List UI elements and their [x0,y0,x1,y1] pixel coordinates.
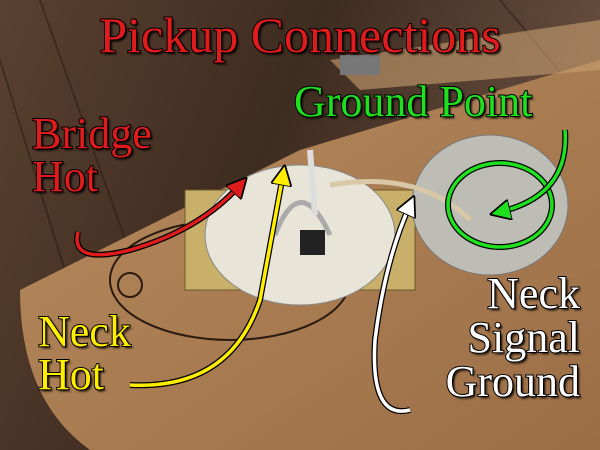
neck-signal-ground-line: Signal [467,313,581,362]
neck-signal-ground-arrow [372,205,410,413]
neck-signal-ground-line: Neck [486,269,581,318]
neck-hot-arrow [129,175,283,387]
ground-point-arrow [500,129,568,212]
bridge-hot-line: Bridge [31,109,153,158]
title-label: Pickup Connections [98,7,501,63]
ground-point-label: Ground Point [293,77,533,126]
bridge-hot-arrow [75,185,240,257]
bridge-hot-line: Hot [31,152,99,202]
neck-hot-line: Hot [37,350,105,400]
ground-point-circle [446,161,554,249]
bridge-hot-label: Bridge Hot [31,109,153,202]
neck-signal-ground-line: Ground [445,357,581,406]
neck-signal-ground-label: Neck Signal Ground [445,269,581,406]
neck-hot-line: Neck [37,307,132,356]
output-jack [340,55,380,75]
volume-pot [411,134,569,276]
neck-hot-label: Neck Hot [37,307,132,400]
